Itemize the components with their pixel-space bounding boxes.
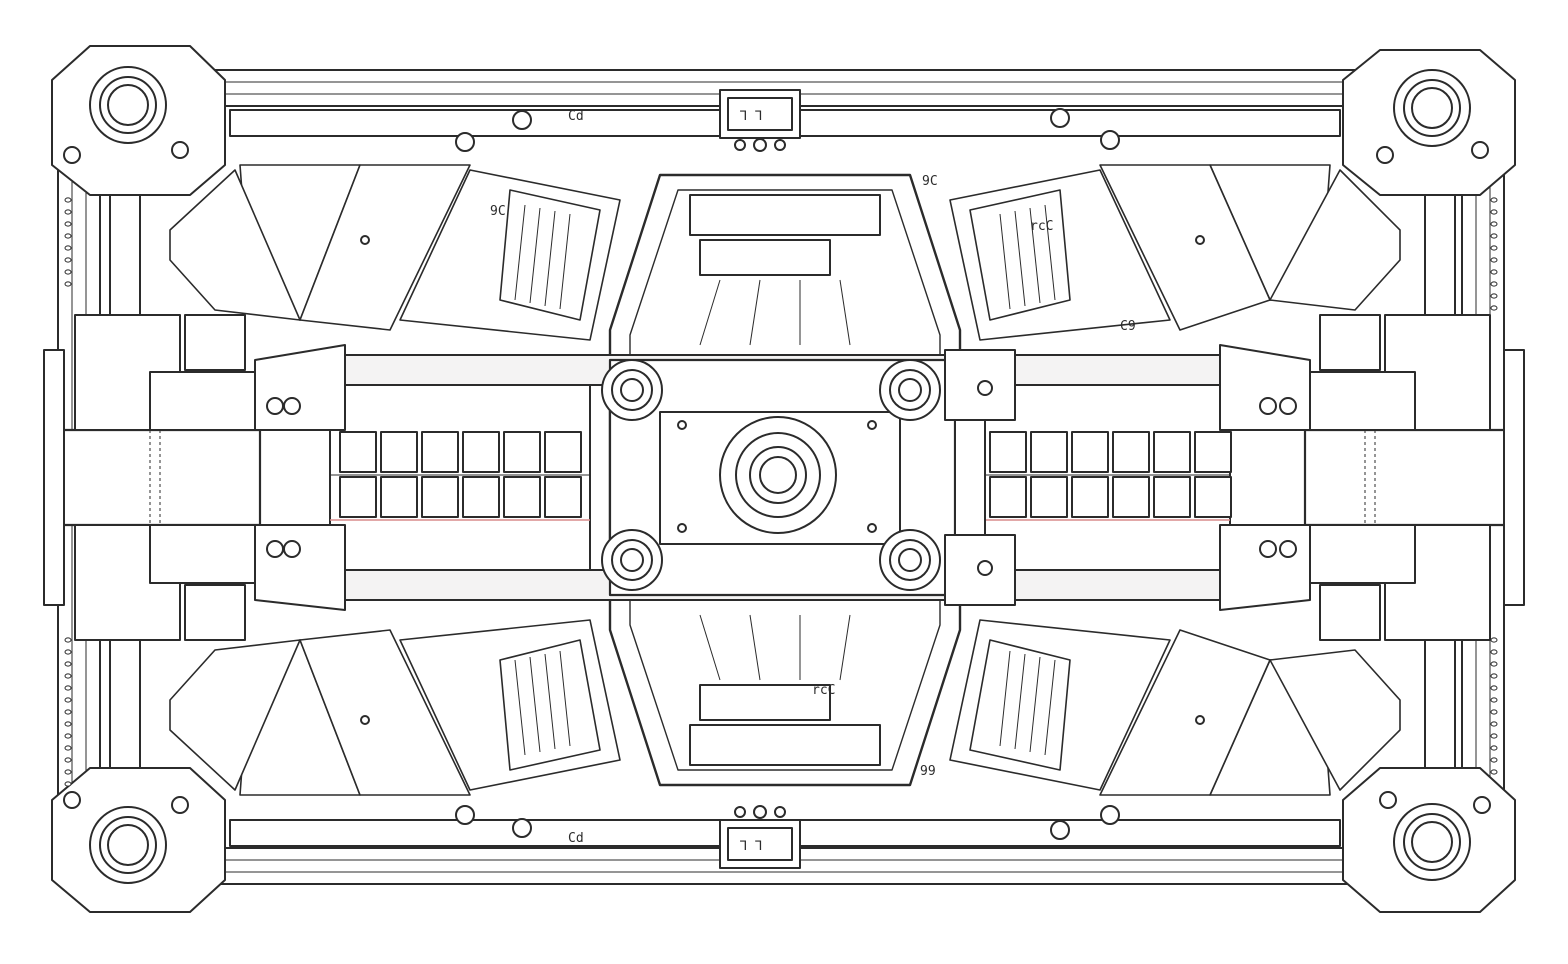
rivet bbox=[64, 233, 72, 239]
rivet bbox=[1490, 649, 1498, 655]
rivet bbox=[1490, 685, 1498, 691]
inner-brackets bbox=[944, 349, 1016, 606]
side-code-7: 9C bbox=[490, 204, 506, 219]
right-clamp-assembly bbox=[1219, 314, 1525, 641]
side-code-2: 9C bbox=[922, 174, 938, 189]
cell bbox=[1112, 431, 1150, 473]
diagonal-panels bbox=[169, 164, 1401, 796]
cell bbox=[462, 476, 500, 518]
rivet bbox=[64, 673, 72, 679]
corner-bracket-bottom-left bbox=[51, 767, 226, 913]
left-clamp-assembly bbox=[43, 314, 346, 641]
side-code-8: rcC bbox=[1030, 219, 1053, 234]
rivet bbox=[64, 637, 72, 643]
rivet bbox=[64, 745, 72, 751]
rivet bbox=[64, 245, 72, 251]
rivet bbox=[64, 757, 72, 763]
rivet bbox=[1490, 673, 1498, 679]
rail-rivets bbox=[64, 197, 1498, 787]
hub-bolt-top-right bbox=[879, 359, 941, 421]
rivet bbox=[64, 709, 72, 715]
rivet bbox=[1490, 721, 1498, 727]
cell bbox=[1071, 431, 1109, 473]
bottom-plate bbox=[719, 805, 801, 869]
cell bbox=[339, 431, 377, 473]
bottom-plate-label: Ꞁ Ꞁ bbox=[740, 839, 762, 854]
rivet bbox=[1490, 209, 1498, 215]
corner-bracket-top-left bbox=[51, 45, 226, 196]
side-code-1: rcC bbox=[812, 683, 835, 698]
rivet bbox=[64, 697, 72, 703]
cell bbox=[989, 431, 1027, 473]
rivet bbox=[1490, 697, 1498, 703]
rivet bbox=[1490, 709, 1498, 715]
rivet bbox=[64, 721, 72, 727]
cell bbox=[1030, 431, 1068, 473]
corner-bracket-top-right bbox=[1342, 49, 1516, 196]
side-code-3: Cd bbox=[568, 109, 584, 124]
side-code-5: 99 bbox=[920, 764, 936, 779]
side-code-4: C9 bbox=[1120, 319, 1136, 334]
rivet bbox=[1490, 233, 1498, 239]
cell bbox=[421, 431, 459, 473]
cell bbox=[503, 431, 541, 473]
cell bbox=[1194, 431, 1232, 473]
cell bbox=[339, 476, 377, 518]
side-code-6: Cd bbox=[568, 831, 584, 846]
rivet bbox=[1490, 257, 1498, 263]
rivet bbox=[64, 281, 72, 287]
cell bbox=[380, 476, 418, 518]
cell bbox=[544, 431, 582, 473]
rivet bbox=[1490, 745, 1498, 751]
rivet bbox=[64, 269, 72, 275]
rivet bbox=[1490, 305, 1498, 311]
rivet bbox=[1490, 197, 1498, 203]
rivet bbox=[64, 257, 72, 263]
rivet bbox=[1490, 293, 1498, 299]
rivet bbox=[1490, 221, 1498, 227]
rivet bbox=[1490, 757, 1498, 763]
top-plate-label: Ꞁ Ꞁ bbox=[740, 109, 762, 124]
rivet bbox=[1490, 245, 1498, 251]
rivet bbox=[64, 221, 72, 227]
rivet bbox=[64, 781, 72, 787]
rivet bbox=[1490, 269, 1498, 275]
cell bbox=[380, 431, 418, 473]
rivet bbox=[64, 197, 72, 203]
rivet bbox=[1490, 637, 1498, 643]
rivet bbox=[1490, 661, 1498, 667]
rivet bbox=[64, 209, 72, 215]
rivet bbox=[64, 649, 72, 655]
corner-bracket-bottom-right bbox=[1342, 767, 1516, 913]
rivet bbox=[64, 769, 72, 775]
cell bbox=[503, 476, 541, 518]
rivet bbox=[1490, 733, 1498, 739]
rivet bbox=[64, 661, 72, 667]
rivet bbox=[64, 685, 72, 691]
fasteners bbox=[360, 108, 1205, 840]
cell bbox=[1030, 476, 1068, 518]
rivet bbox=[1490, 769, 1498, 775]
cell bbox=[1153, 431, 1191, 473]
cell bbox=[421, 476, 459, 518]
cell bbox=[544, 476, 582, 518]
cell bbox=[1194, 476, 1232, 518]
cell bbox=[1153, 476, 1191, 518]
rivet bbox=[1490, 281, 1498, 287]
cell bbox=[989, 476, 1027, 518]
cell bbox=[462, 431, 500, 473]
top-plate bbox=[719, 89, 801, 152]
cell bbox=[1071, 476, 1109, 518]
hub-bolt-bottom-left bbox=[601, 529, 663, 591]
battery-cell-array bbox=[339, 431, 1232, 518]
rivet bbox=[64, 733, 72, 739]
cell bbox=[1112, 476, 1150, 518]
hub-bolt-bottom-right bbox=[879, 529, 941, 591]
hub-bolt-top-left bbox=[601, 359, 663, 421]
